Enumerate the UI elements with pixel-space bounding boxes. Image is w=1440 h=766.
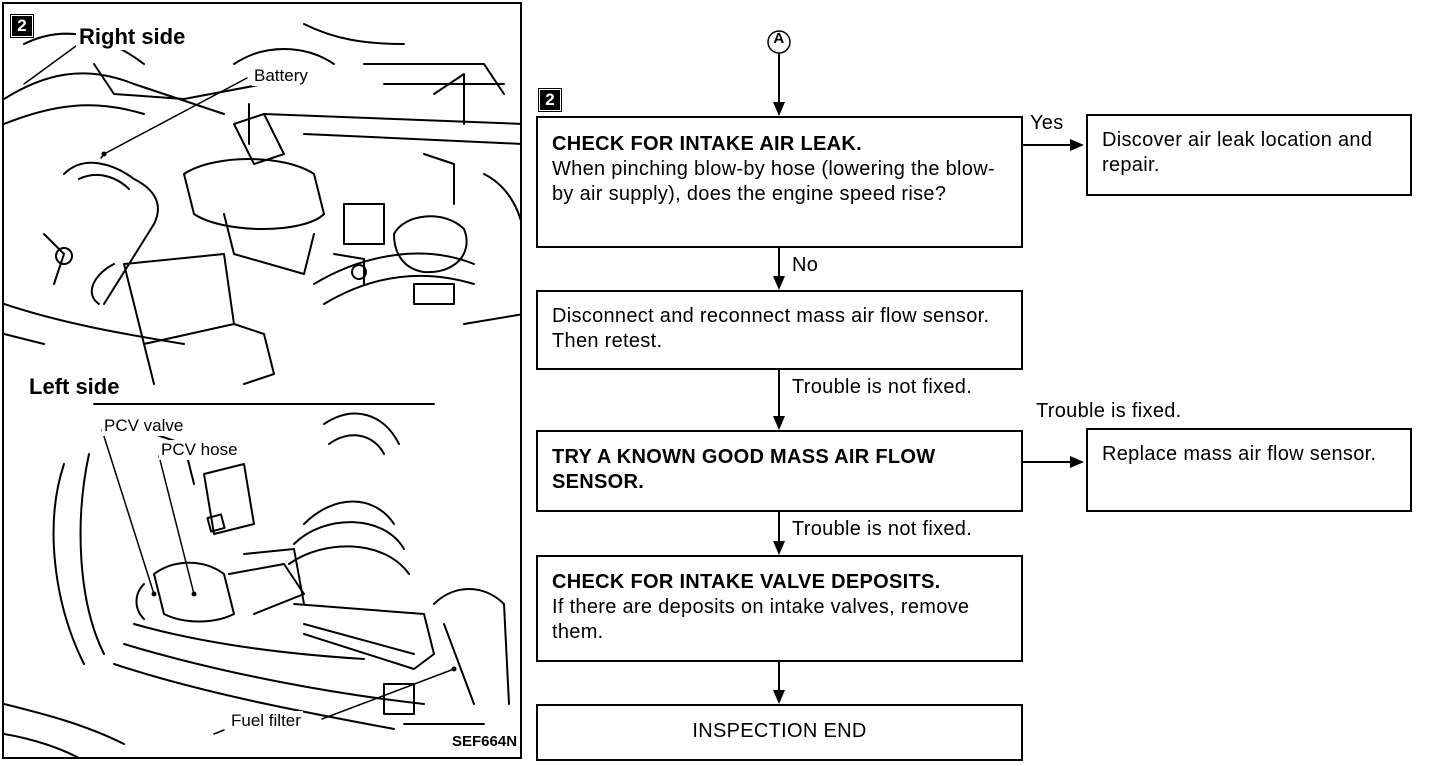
step1-title: CHECK FOR INTAKE AIR LEAK.	[552, 133, 863, 155]
replace-result-text: Replace mass air flow sensor.	[1102, 443, 1377, 465]
pcv-valve-label: PCV valve	[102, 416, 186, 436]
step2-reconnect-maf: Disconnect and reconnect mass air flow s…	[536, 290, 1023, 370]
step2-text: Disconnect and reconnect mass air flow s…	[552, 305, 990, 352]
inspection-end-box: INSPECTION END	[536, 704, 1023, 761]
step3-title: TRY A KNOWN GOOD MASS AIR FLOW SENSOR.	[552, 446, 936, 493]
right-side-label: Right side	[76, 24, 189, 50]
figure-code: SEF664N	[450, 733, 520, 750]
step4-body: If there are deposits on intake valves, …	[552, 596, 970, 643]
replace-result-box: Replace mass air flow sensor.	[1086, 428, 1412, 512]
connector-a-label: A	[773, 30, 785, 47]
not-fixed-label-1: Trouble is not fixed.	[792, 376, 973, 398]
no-label: No	[792, 254, 819, 276]
not-fixed-label-2: Trouble is not fixed.	[792, 518, 973, 540]
illustration-step-badge: 2	[10, 14, 34, 38]
left-side-label: Left side	[26, 374, 123, 400]
step3-try-known-good-maf: TRY A KNOWN GOOD MASS AIR FLOW SENSOR.	[536, 430, 1023, 512]
yes-result-box: Discover air leak location and repair.	[1086, 114, 1412, 196]
inspection-end-text: INSPECTION END	[692, 720, 867, 742]
step1-check-intake-air-leak: CHECK FOR INTAKE AIR LEAK. When pinching…	[536, 116, 1023, 248]
flow-step-badge: 2	[538, 88, 562, 112]
fuel-filter-label: Fuel filter	[229, 711, 303, 731]
engine-illustration	[4, 23, 520, 757]
step4-title: CHECK FOR INTAKE VALVE DEPOSITS.	[552, 571, 941, 593]
battery-label: Battery	[252, 66, 310, 86]
pcv-hose-label: PCV hose	[159, 440, 240, 460]
illustration-panel: 2 Right side Battery Left side PCV valve…	[2, 2, 522, 759]
yes-result-text: Discover air leak location and repair.	[1102, 129, 1373, 176]
fixed-label: Trouble is fixed.	[1036, 400, 1182, 422]
step1-body: When pinching blow-by hose (lowering the…	[552, 158, 995, 205]
step4-check-intake-valve-deposits: CHECK FOR INTAKE VALVE DEPOSITS. If ther…	[536, 555, 1023, 662]
yes-label: Yes	[1030, 112, 1064, 134]
